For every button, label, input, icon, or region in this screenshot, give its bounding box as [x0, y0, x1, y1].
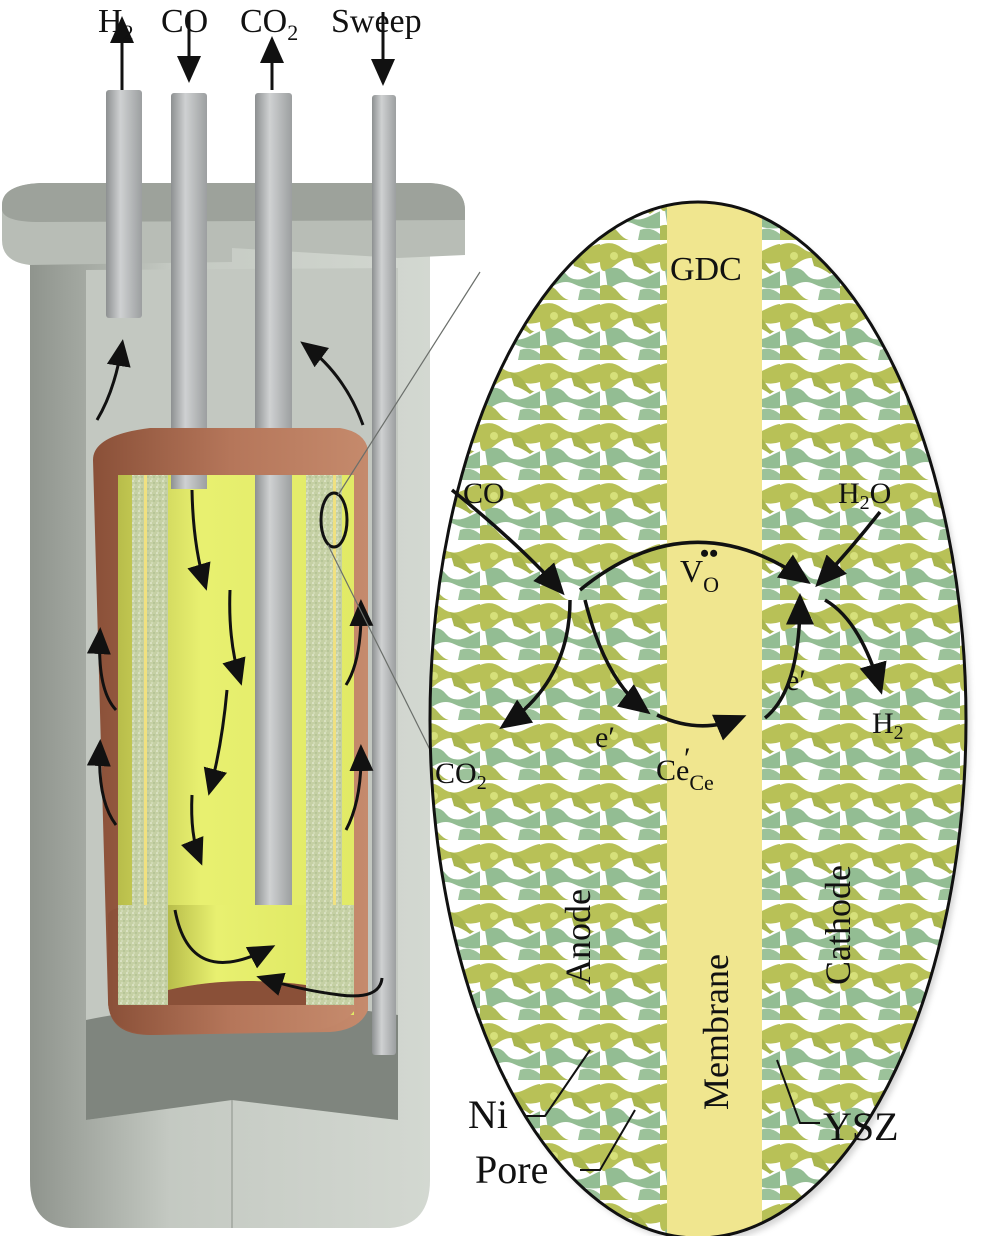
- callout-ni: Ni: [468, 1092, 508, 1137]
- zoom-region-marker: [319, 491, 349, 549]
- label-electron-right: e′: [786, 664, 806, 697]
- membrane-cell: [93, 428, 368, 1035]
- reaction-arrows: [450, 488, 887, 741]
- callout-ysz: YSZ: [823, 1104, 899, 1149]
- flow-arrows: [86, 12, 395, 998]
- h2-outlet-tube: [106, 90, 142, 318]
- label-h2o: H2O: [838, 477, 891, 514]
- label-sweep: Sweep: [331, 3, 422, 40]
- label-membrane: Membrane: [696, 954, 736, 1110]
- top-labels: H2 CO CO2 Sweep: [98, 3, 422, 45]
- label-ceria-prime: ′: [684, 742, 691, 775]
- label-anode: Anode: [558, 889, 598, 985]
- label-electron-left: e′: [595, 721, 615, 754]
- label-co2-product: CO2: [435, 757, 487, 794]
- label-co2: CO2: [240, 3, 298, 45]
- callouts: Ni Pore YSZ: [468, 1049, 899, 1192]
- label-cathode: Cathode: [818, 865, 858, 985]
- label-co-reactant: CO: [463, 477, 505, 510]
- label-h2: H2: [98, 3, 134, 45]
- microstructure-inset: GDC CO H2O VO •• CO2 e′ e′ H2 CeCe ′ Ano…: [428, 200, 970, 1236]
- label-vacancy: VO: [680, 553, 719, 597]
- callout-pore: Pore: [475, 1147, 548, 1192]
- label-h2-product: H2: [872, 707, 904, 744]
- label-gdc: GDC: [670, 251, 742, 288]
- co-inlet-tube: [171, 93, 207, 488]
- label-co: CO: [161, 3, 208, 40]
- label-ceria: CeCe: [656, 754, 714, 795]
- sweep-inlet-tube: [372, 95, 396, 1055]
- label-vacancy-charge: ••: [700, 539, 718, 568]
